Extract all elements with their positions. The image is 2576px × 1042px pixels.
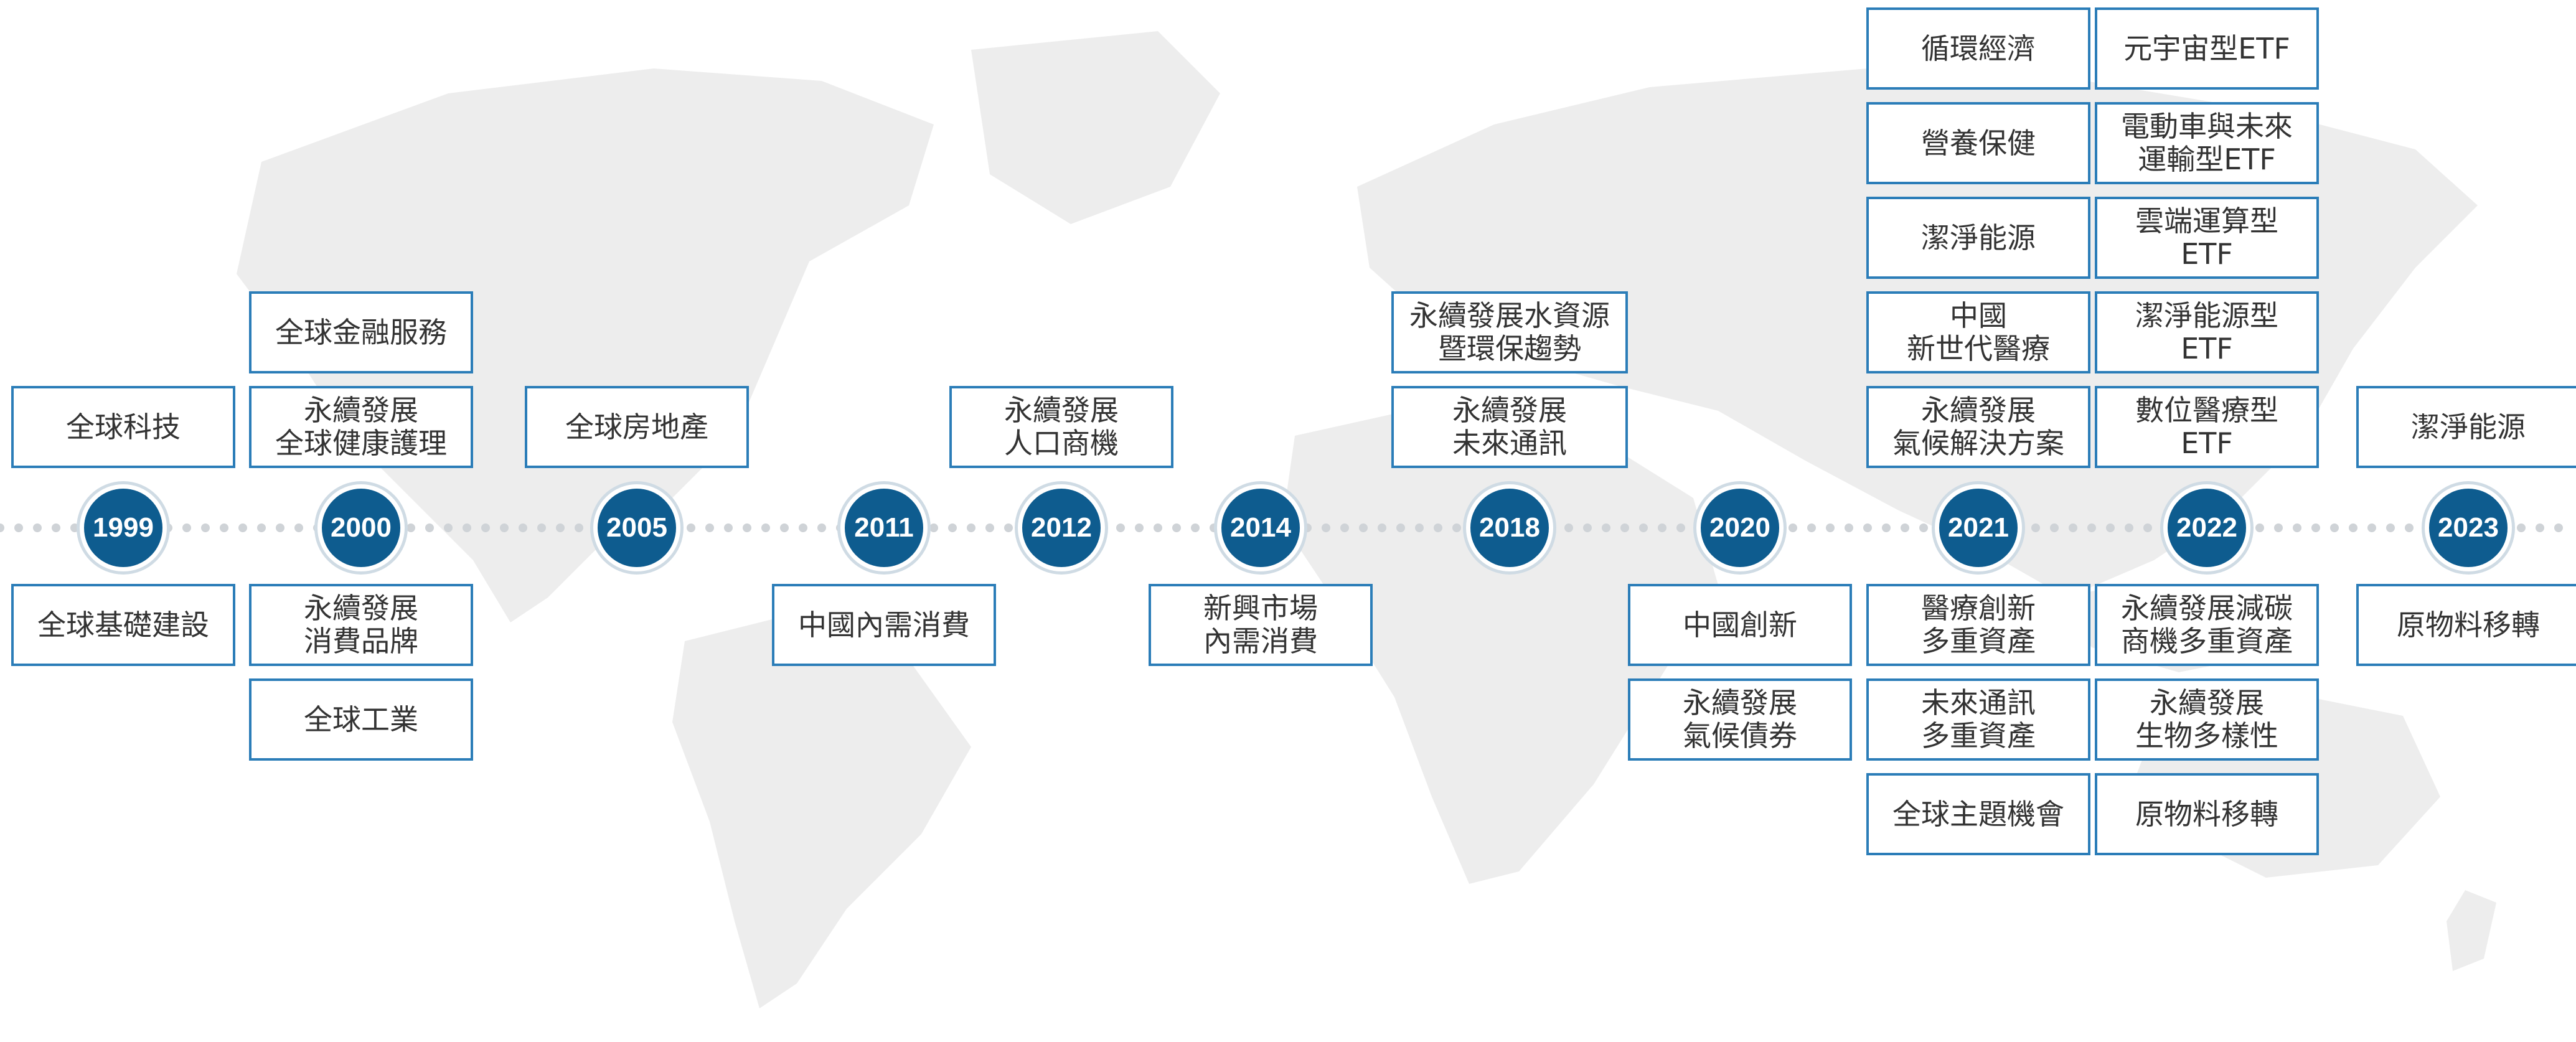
fund-box-2022-above-2: 雲端運算型 ETF bbox=[2095, 197, 2319, 279]
fund-box-2012-above-0: 永續發展 人口商機 bbox=[949, 386, 1173, 468]
africa-shape bbox=[1282, 398, 1718, 884]
year-2005-node: 2005 bbox=[593, 484, 680, 571]
new-zealand-shape bbox=[2447, 890, 2496, 971]
fund-box-2021-above-3: 營養保健 bbox=[1866, 102, 2090, 184]
fund-box-2020-below-1: 永續發展 氣候債券 bbox=[1628, 678, 1852, 761]
fund-box-2020-below-0: 中國創新 bbox=[1628, 584, 1852, 666]
south-america-shape bbox=[672, 610, 971, 1008]
fund-box-2022-above-1: 潔淨能源型 ETF bbox=[2095, 291, 2319, 373]
fund-box-1999-below-0: 全球基礎建設 bbox=[11, 584, 235, 666]
fund-box-2021-above-4: 循環經濟 bbox=[1866, 7, 2090, 90]
fund-box-2021-above-2: 潔淨能源 bbox=[1866, 197, 2090, 279]
fund-box-2021-below-1: 未來通訊 多重資產 bbox=[1866, 678, 2090, 761]
year-2022-node: 2022 bbox=[2163, 484, 2250, 571]
year-2020-node: 2020 bbox=[1696, 484, 1784, 571]
fund-box-2022-above-4: 元宇宙型ETF bbox=[2095, 7, 2319, 90]
year-2014-node: 2014 bbox=[1217, 484, 1304, 571]
fund-box-2005-above-0: 全球房地產 bbox=[525, 386, 749, 468]
year-2021-node: 2021 bbox=[1935, 484, 2022, 571]
fund-box-2018-above-0: 永續發展 未來通訊 bbox=[1391, 386, 1628, 468]
fund-box-2000-below-0: 永續發展 消費品牌 bbox=[249, 584, 473, 666]
fund-box-2021-above-1: 中國 新世代醫療 bbox=[1866, 291, 2090, 373]
fund-box-2018-above-1: 永續發展水資源 暨環保趨勢 bbox=[1391, 291, 1628, 373]
fund-box-2022-below-0: 永續發展減碳 商機多重資產 bbox=[2095, 584, 2319, 666]
fund-box-2011-below-0: 中國內需消費 bbox=[772, 584, 996, 666]
year-2011-node: 2011 bbox=[840, 484, 928, 571]
fund-box-2000-above-1: 全球金融服務 bbox=[249, 291, 473, 373]
greenland-shape bbox=[971, 31, 1220, 224]
year-2023-node: 2023 bbox=[2425, 484, 2512, 571]
year-2000-node: 2000 bbox=[317, 484, 405, 571]
fund-box-2000-below-1: 全球工業 bbox=[249, 678, 473, 761]
fund-box-2014-below-0: 新興市場 內需消費 bbox=[1149, 584, 1373, 666]
fund-box-2022-above-0: 數位醫療型 ETF bbox=[2095, 386, 2319, 468]
fund-box-2022-above-3: 電動車與未來 運輸型ETF bbox=[2095, 102, 2319, 184]
fund-box-2021-above-0: 永續發展 氣候解決方案 bbox=[1866, 386, 2090, 468]
fund-box-2022-below-2: 原物料移轉 bbox=[2095, 773, 2319, 855]
fund-box-1999-above-0: 全球科技 bbox=[11, 386, 235, 468]
fund-box-2023-below-0: 原物料移轉 bbox=[2356, 584, 2576, 666]
fund-box-2000-above-0: 永續發展 全球健康護理 bbox=[249, 386, 473, 468]
fund-box-2022-below-1: 永續發展 生物多樣性 bbox=[2095, 678, 2319, 761]
north-america-shape bbox=[237, 68, 934, 622]
fund-box-2021-below-0: 醫療創新 多重資產 bbox=[1866, 584, 2090, 666]
year-2012-node: 2012 bbox=[1018, 484, 1105, 571]
fund-box-2021-below-2: 全球主題機會 bbox=[1866, 773, 2090, 855]
year-2018-node: 2018 bbox=[1466, 484, 1553, 571]
fund-box-2023-above-0: 潔淨能源 bbox=[2356, 386, 2576, 468]
year-1999-node: 1999 bbox=[80, 484, 167, 571]
